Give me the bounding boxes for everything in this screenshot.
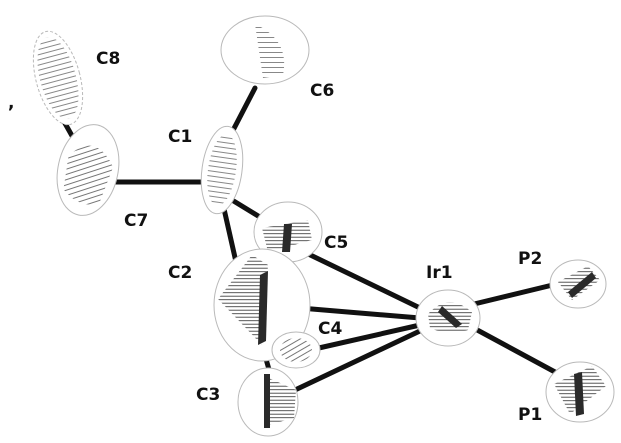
bond-c5-ir1 [297, 247, 423, 311]
atom-c6-ellipsoid [220, 15, 527, 90]
label-c7: C7 [124, 211, 148, 231]
atom-c8-ellipsoid [32, 30, 84, 126]
atom-c7-ellipsoid [56, 124, 120, 216]
atom-c4-ellipsoid [271, 331, 321, 369]
atom-c2-ellipsoid [213, 248, 311, 362]
bonds [59, 85, 568, 393]
atom-labels: , C8 C6 C1 C7 C5 C2 C4 C3 Ir1 P2 P1 [8, 49, 542, 425]
label-c5: C5 [324, 233, 348, 253]
label-p2: P2 [518, 249, 542, 269]
label-ir1: Ir1 [426, 263, 453, 283]
label-c3: C3 [196, 385, 220, 405]
label-c2: C2 [168, 263, 192, 283]
label-c6: C6 [310, 81, 334, 101]
atom-ir1-ellipsoid [415, 289, 481, 347]
bond-c3-ir1 [292, 327, 425, 393]
atoms [32, 15, 615, 437]
atom-c1-ellipsoid [200, 125, 244, 215]
atom-p2-ellipsoid [549, 259, 607, 309]
bond-c2-ir1 [297, 305, 423, 321]
stray-comma: , [8, 93, 14, 113]
label-c8: C8 [96, 49, 120, 69]
label-c1: C1 [168, 127, 192, 147]
bond-ir1-p2 [467, 279, 568, 308]
atom-p1-ellipsoid [545, 361, 615, 423]
label-p1: P1 [518, 405, 542, 425]
bond-c4-ir1 [307, 322, 423, 353]
label-c4: C4 [318, 319, 342, 339]
atom-c3-ellipsoid [237, 367, 299, 437]
atom-c5-ellipsoid [253, 201, 323, 263]
bond-ir1-p1 [465, 322, 558, 375]
